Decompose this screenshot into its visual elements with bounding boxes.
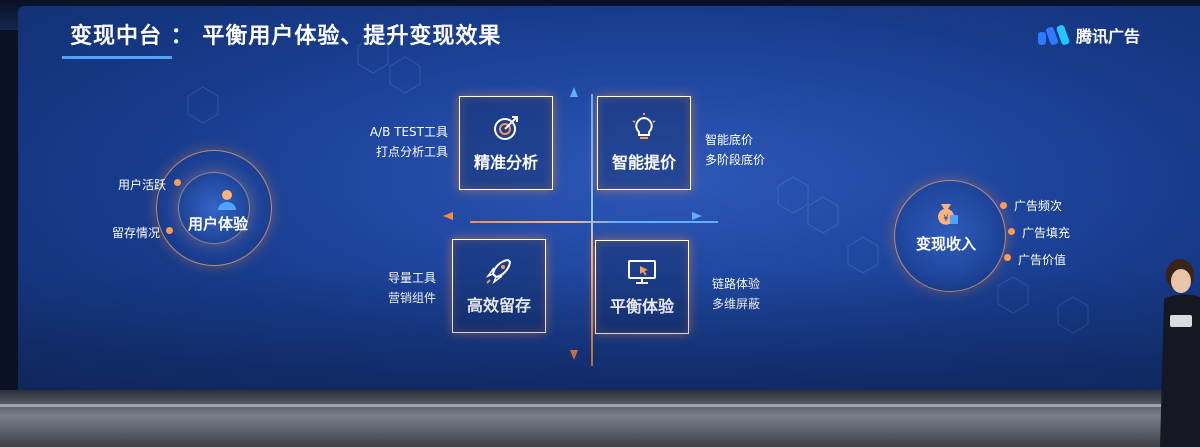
svg-text:¥: ¥ bbox=[943, 214, 949, 224]
monetization-tag: 广告价值 bbox=[1018, 253, 1067, 267]
quadrant-precise-analysis: 精准分析 bbox=[459, 96, 553, 190]
user-icon bbox=[218, 190, 236, 210]
tag-dot bbox=[1004, 254, 1011, 261]
tool-item: 链路体验 bbox=[712, 277, 761, 291]
quadrant-label: 精准分析 bbox=[473, 153, 538, 172]
ux-tag: 用户活跃 bbox=[118, 178, 167, 192]
tool-item: 导量工具 bbox=[387, 271, 436, 285]
target-arrow-icon bbox=[494, 116, 518, 140]
tool-item: A/B TEST工具 bbox=[369, 125, 448, 139]
money-bag-icon: ¥ bbox=[938, 204, 958, 225]
title-underline bbox=[62, 56, 172, 59]
tag-dot bbox=[1008, 228, 1015, 235]
projection-screen: 变现中台 ： 平衡用户体验、提升变现效果 腾讯广告 精准分析 A/B TEST工… bbox=[18, 6, 1200, 390]
tencent-ads-logo-icon bbox=[1038, 25, 1070, 45]
brand-logo: 腾讯广告 bbox=[1036, 23, 1140, 47]
stage-edge-line bbox=[0, 404, 1200, 407]
vertical-axis bbox=[591, 94, 593, 366]
monetization-tag: 广告频次 bbox=[1014, 199, 1063, 213]
monetization-tag: 广告填充 bbox=[1022, 226, 1071, 240]
tag-dot bbox=[166, 227, 173, 234]
horizontal-axis bbox=[470, 221, 718, 223]
tools-smart-pricing: 智能底价 多阶段底价 bbox=[705, 130, 805, 170]
tool-item: 打点分析工具 bbox=[375, 145, 448, 159]
presenter-figure bbox=[1160, 259, 1200, 447]
tools-efficient-retention: 导量工具 营销组件 bbox=[340, 268, 436, 308]
tag-dot bbox=[1000, 202, 1007, 209]
quadrant-balanced-experience: 平衡体验 bbox=[595, 240, 689, 334]
quadrant-label: 智能提价 bbox=[611, 153, 676, 172]
quadrant-efficient-retention: 高效留存 bbox=[452, 239, 546, 333]
tool-item: 营销组件 bbox=[387, 291, 436, 305]
monitor-cursor-icon bbox=[628, 260, 656, 284]
stage-floor bbox=[0, 390, 1200, 447]
tools-balanced-experience: 链路体验 多维屏蔽 bbox=[712, 274, 812, 314]
lightbulb-icon bbox=[632, 113, 656, 139]
user-experience-label: 用户体验 bbox=[188, 215, 249, 233]
tool-item: 智能底价 bbox=[705, 133, 754, 147]
tools-precise-analysis: A/B TEST工具 打点分析工具 bbox=[352, 122, 448, 162]
tool-item: 多阶段底价 bbox=[705, 153, 766, 167]
monetization-label: 变现收入 bbox=[916, 235, 977, 253]
quadrant-label: 高效留存 bbox=[466, 296, 531, 315]
quadrant-smart-pricing: 智能提价 bbox=[597, 96, 691, 190]
slide-title: 变现中台 ： 平衡用户体验、提升变现效果 bbox=[70, 24, 502, 49]
rocket-icon bbox=[485, 258, 512, 285]
tag-dot bbox=[174, 179, 181, 186]
quadrant-label: 平衡体验 bbox=[609, 297, 674, 316]
ux-tag: 留存情况 bbox=[112, 226, 161, 240]
user-experience-inner-circle bbox=[178, 172, 250, 244]
tool-item: 多维屏蔽 bbox=[712, 297, 761, 311]
logo-text: 腾讯广告 bbox=[1076, 27, 1141, 46]
